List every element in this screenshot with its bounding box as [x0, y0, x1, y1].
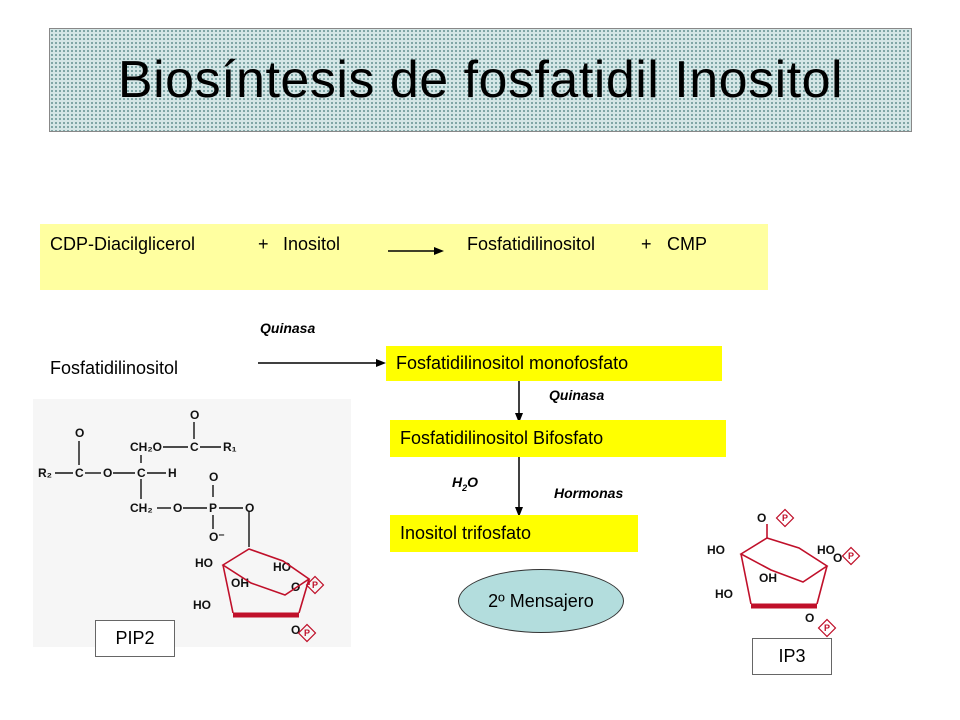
step-bifosfato-box: Fosfatidilinositol Bifosfato: [390, 420, 726, 457]
pip2-structure-diagram: O CH₂O C R₁ O R₂ C O C H CH₂ O P O O O⁻ …: [38, 408, 325, 643]
pathway-start-label: Fosfatidilinositol: [50, 358, 179, 378]
arrow-down-icon: [515, 457, 523, 517]
structure-atom-label: C: [75, 466, 84, 480]
structure-atom-label: P: [304, 628, 310, 638]
structure-atom-label: O⁻: [209, 530, 225, 544]
structure-atom-label: CH₂O: [130, 440, 162, 454]
water-label: H2O: [452, 474, 479, 493]
plus-sign: +: [258, 234, 269, 254]
reaction-arrow-icon: [388, 247, 444, 255]
pip2-label: PIP2: [115, 628, 155, 648]
structure-atom-label: HO: [273, 560, 291, 574]
structure-atom-label: O: [805, 611, 814, 625]
pip2-label-box: PIP2: [95, 620, 175, 657]
reaction-box: [40, 224, 768, 290]
structure-atom-label: HO: [707, 543, 725, 557]
structure-atom-label: O: [245, 501, 254, 515]
hormones-label: Hormonas: [554, 485, 624, 501]
structure-atom-label: P: [848, 551, 854, 561]
second-messenger-label: 2º Mensajero: [488, 590, 594, 611]
ip3-structure-diagram: O HO OH HO HO O O P P P: [707, 508, 861, 638]
arrow-right-icon: [258, 359, 386, 367]
structure-atom-label: O: [103, 466, 112, 480]
step-trifosfato-label: Inositol trifosfato: [400, 523, 532, 543]
structure-atom-label: R₁: [223, 440, 237, 454]
plus-sign: +: [641, 234, 652, 254]
structure-atom-label: O: [757, 511, 766, 525]
structure-atom-label: CH₂: [130, 501, 153, 515]
structure-atom-label: OH: [759, 571, 777, 585]
second-messenger-ellipse: 2º Mensajero: [458, 569, 624, 633]
ip3-label-box: IP3: [752, 638, 832, 675]
structure-atom-label: O: [209, 470, 218, 484]
structure-atom-label: HO: [817, 543, 835, 557]
structure-atom-label: O: [173, 501, 182, 515]
step-monofosfato-label: Fosfatidilinositol monofosfato: [396, 353, 629, 373]
structure-atom-label: C: [137, 466, 146, 480]
ip3-label: IP3: [778, 646, 806, 666]
structure-atom-label: P: [824, 623, 830, 633]
pip2-structure-panel: [33, 399, 351, 647]
structure-atom-label: P: [312, 580, 318, 590]
arrow-down-icon: [515, 381, 523, 423]
structure-atom-label: H: [168, 466, 177, 480]
step-trifosfato-box: Inositol trifosfato: [390, 515, 638, 552]
step-bifosfato-label: Fosfatidilinositol Bifosfato: [400, 428, 604, 448]
title-banner: Biosíntesis de fosfatidil Inositol: [49, 28, 912, 132]
structure-atom-label: O: [291, 623, 300, 637]
structure-atom-label: R₂: [38, 466, 52, 480]
page-title: Biosíntesis de fosfatidil Inositol: [117, 51, 844, 109]
structure-atom-label: C: [190, 440, 199, 454]
structure-atom-label: HO: [193, 598, 211, 612]
enzyme-label: Quinasa: [549, 387, 605, 403]
product-fosfatidilinositol: Fosfatidilinositol: [467, 234, 596, 254]
structure-atom-label: O: [833, 551, 842, 565]
structure-atom-label: P: [782, 513, 788, 523]
structure-atom-label: OH: [231, 576, 249, 590]
product-cmp: CMP: [667, 234, 707, 254]
structure-atom-label: O: [75, 426, 84, 440]
enzyme-label: Quinasa: [260, 320, 316, 336]
reactant-inositol: Inositol: [283, 234, 341, 254]
structure-atom-label: HO: [715, 587, 733, 601]
structure-atom-label: HO: [195, 556, 213, 570]
reactant-cdp-diacilglicerol: CDP-Diacilglicerol: [50, 234, 196, 254]
structure-atom-label: O: [190, 408, 199, 422]
structure-atom-label: P: [209, 501, 217, 515]
step-monofosfato-box: Fosfatidilinositol monofosfato: [386, 346, 722, 381]
